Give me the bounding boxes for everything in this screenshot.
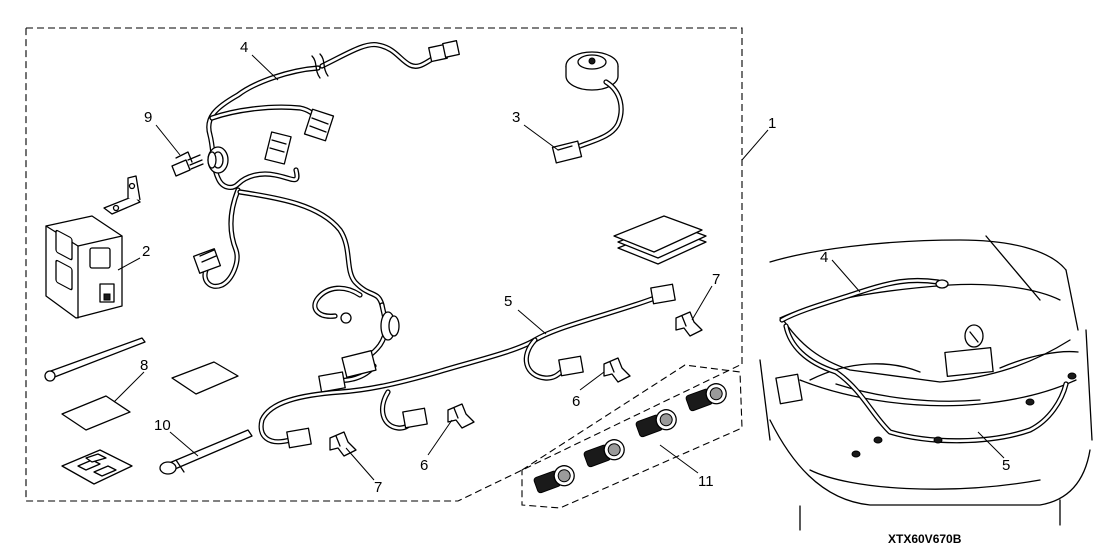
vehicle-rear-view bbox=[759, 235, 1093, 531]
callout-labels: 4 9 3 1 2 5 7 6 6 7 8 10 11 4 5 bbox=[140, 39, 1010, 496]
harness-clamp bbox=[159, 429, 253, 475]
ground-bolt bbox=[171, 151, 217, 177]
callout-2: 2 bbox=[142, 243, 150, 260]
callout-6-lower: 6 bbox=[420, 457, 428, 474]
callout-11: 11 bbox=[698, 473, 714, 490]
kit-boundary bbox=[25, 27, 743, 502]
sensor-clip-7-upper bbox=[675, 311, 703, 337]
callout-1: 1 bbox=[768, 115, 776, 132]
parking-sensors bbox=[533, 383, 727, 494]
callout-3: 3 bbox=[512, 109, 520, 126]
sensor-clip-6-upper bbox=[603, 357, 631, 383]
sensor-group-boundary bbox=[521, 364, 743, 509]
callout-7-upper: 7 bbox=[712, 271, 720, 288]
sensor-clip-7-lower bbox=[329, 431, 357, 457]
buzzer bbox=[551, 51, 624, 164]
callout-4-vehicle: 4 bbox=[820, 249, 828, 266]
leader-lines bbox=[113, 54, 1005, 481]
callout-7-lower: 7 bbox=[374, 479, 382, 496]
adhesive-pad bbox=[61, 395, 131, 431]
callout-8: 8 bbox=[140, 357, 148, 374]
callout-5-vehicle: 5 bbox=[1002, 457, 1010, 474]
callout-4: 4 bbox=[240, 39, 248, 56]
sensor-clip-6-lower bbox=[447, 403, 475, 429]
control-unit bbox=[45, 215, 123, 319]
mounting-bracket bbox=[103, 175, 141, 215]
instruction-sheets bbox=[613, 215, 707, 265]
figure-code: XTX60V670B bbox=[888, 532, 962, 546]
double-sided-tape bbox=[61, 449, 133, 485]
cable-tie bbox=[44, 337, 146, 382]
sensor-harness bbox=[258, 283, 676, 449]
callout-6-upper: 6 bbox=[572, 393, 580, 410]
callout-9: 9 bbox=[144, 109, 152, 126]
callout-5: 5 bbox=[504, 293, 512, 310]
callout-10: 10 bbox=[154, 417, 171, 434]
adhesive-pad-2 bbox=[171, 361, 239, 395]
main-harness bbox=[192, 40, 460, 393]
